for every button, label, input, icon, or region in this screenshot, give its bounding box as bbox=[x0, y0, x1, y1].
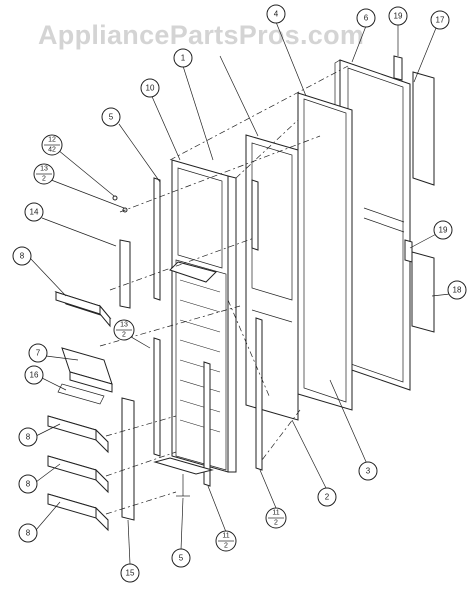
callout-17: 17 bbox=[430, 10, 450, 30]
svg-text:42: 42 bbox=[48, 147, 56, 154]
svg-text:8: 8 bbox=[20, 252, 25, 261]
callout-19-right: 19 bbox=[433, 220, 453, 240]
callout-8-a: 8 bbox=[12, 246, 32, 266]
svg-text:2: 2 bbox=[42, 176, 46, 183]
door-bin-8d bbox=[47, 493, 109, 532]
trim-strip-15 bbox=[121, 397, 135, 521]
bin-retainer-16 bbox=[57, 383, 105, 405]
svg-text:2: 2 bbox=[224, 543, 228, 550]
svg-text:19: 19 bbox=[394, 12, 403, 21]
frame-rail-left-upper bbox=[153, 177, 161, 301]
svg-text:11: 11 bbox=[272, 510, 279, 517]
callout-11-2-center: 11 2 bbox=[265, 507, 287, 529]
callout-10: 10 bbox=[140, 78, 160, 98]
door-gasket bbox=[297, 92, 353, 411]
callout-15: 15 bbox=[120, 563, 140, 583]
screw-12 bbox=[112, 195, 118, 201]
svg-text:4: 4 bbox=[274, 10, 279, 19]
liner-trim-lower bbox=[255, 317, 263, 471]
svg-text:10: 10 bbox=[146, 84, 155, 93]
svg-text:8: 8 bbox=[26, 480, 31, 489]
callout-5-upper: 5 bbox=[101, 107, 121, 127]
callout-8-d: 8 bbox=[18, 523, 38, 543]
svg-text:1: 1 bbox=[181, 54, 186, 63]
svg-text:18: 18 bbox=[453, 286, 462, 295]
callout-6: 6 bbox=[356, 8, 376, 28]
svg-text:14: 14 bbox=[30, 208, 39, 217]
door-bin-8c bbox=[47, 455, 109, 494]
callout-12-42: 12 42 bbox=[41, 134, 63, 156]
liner-trim-upper bbox=[251, 179, 259, 251]
callout-13-2-lower: 13 2 bbox=[113, 319, 135, 341]
callout-3: 3 bbox=[358, 461, 378, 481]
svg-text:8: 8 bbox=[26, 529, 31, 538]
door-bin-8a bbox=[54, 291, 112, 328]
svg-text:6: 6 bbox=[364, 14, 369, 23]
trim-strip-14 bbox=[119, 239, 131, 309]
svg-text:3: 3 bbox=[366, 467, 371, 476]
door-insulation-17 bbox=[412, 71, 435, 186]
callout-4: 4 bbox=[266, 4, 286, 24]
svg-text:2: 2 bbox=[325, 493, 330, 502]
svg-text:13: 13 bbox=[40, 166, 48, 173]
cabinet-frame bbox=[169, 159, 229, 473]
callout-5-lower: 5 bbox=[171, 548, 191, 568]
door-strip-19b bbox=[404, 239, 413, 263]
frame-side-rail bbox=[227, 175, 237, 473]
callout-19-top: 19 bbox=[388, 6, 408, 26]
callout-18: 18 bbox=[447, 280, 467, 300]
svg-text:13: 13 bbox=[120, 322, 128, 329]
door-bin-8b bbox=[47, 415, 109, 454]
bottom-plate-5 bbox=[153, 457, 214, 475]
door-insulation-18 bbox=[411, 251, 435, 333]
svg-text:12: 12 bbox=[48, 137, 56, 144]
svg-text:16: 16 bbox=[30, 371, 39, 380]
frame-rail-left-lower bbox=[153, 337, 161, 457]
svg-text:15: 15 bbox=[126, 569, 135, 578]
svg-text:2: 2 bbox=[274, 520, 278, 527]
svg-text:19: 19 bbox=[439, 226, 448, 235]
frame-rail-right-lower bbox=[203, 361, 211, 487]
door-liner bbox=[245, 134, 299, 421]
dairy-cover-7 bbox=[61, 347, 113, 393]
svg-text:5: 5 bbox=[179, 554, 184, 563]
watermark-text: AppliancePartsPros.com bbox=[38, 20, 364, 50]
callout-7: 7 bbox=[28, 343, 48, 363]
svg-text:8: 8 bbox=[26, 433, 31, 442]
callout-2: 2 bbox=[317, 487, 337, 507]
door-strip-19a bbox=[393, 55, 403, 81]
svg-text:17: 17 bbox=[436, 16, 445, 25]
svg-text:2: 2 bbox=[122, 332, 126, 339]
callout-8-b: 8 bbox=[18, 427, 38, 447]
callout-14: 14 bbox=[24, 202, 44, 222]
callout-16: 16 bbox=[24, 365, 44, 385]
callout-1: 1 bbox=[173, 48, 193, 68]
callout-11-2-lower: 11 2 bbox=[215, 530, 237, 552]
svg-text:11: 11 bbox=[222, 533, 229, 540]
callout-8-c: 8 bbox=[18, 474, 38, 494]
svg-text:5: 5 bbox=[109, 113, 114, 122]
callout-13-2-upper: 13 2 bbox=[33, 163, 55, 185]
svg-text:7: 7 bbox=[36, 349, 41, 358]
